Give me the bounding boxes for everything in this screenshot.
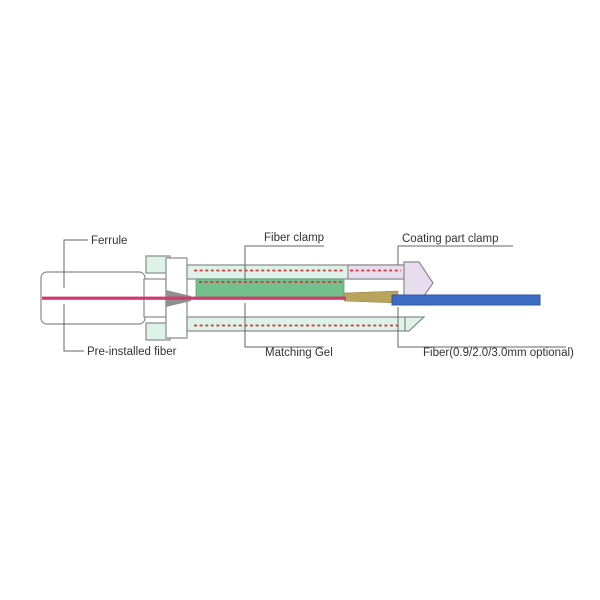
fiber-cable-shape: [391, 294, 541, 306]
label-ferrule: Ferrule: [91, 235, 127, 247]
leader-coating-part-clamp: [397, 245, 513, 265]
leader-pre-installed-fiber: [63, 304, 84, 352]
label-pre-installed-fiber: Pre-installed fiber: [87, 346, 177, 358]
body-taper-shape: [404, 316, 426, 332]
leader-matching-gel: [244, 303, 324, 348]
leader-fiber-clamp: [244, 245, 324, 280]
label-coating-part-clamp: Coating part clamp: [402, 233, 499, 245]
label-matching-gel: Matching Gel: [265, 347, 333, 359]
labels-group: Ferrule Fiber clamp Coating part clamp P…: [87, 232, 574, 359]
coating-clamp-top-shape: [347, 264, 405, 280]
leader-fiber-optional: [397, 307, 566, 348]
label-fiber-optional: Fiber(0.9/2.0/3.0mm optional): [423, 347, 574, 359]
body-bottom-wall-shape: [186, 316, 406, 332]
matching-gel-shape: [343, 290, 399, 304]
pre-installed-fiber-shape: [42, 296, 346, 300]
leader-ferrule: [63, 239, 88, 288]
label-fiber-clamp: Fiber clamp: [264, 232, 324, 244]
connector-body-group: [40, 255, 541, 341]
leader-lines-group: [63, 239, 566, 352]
